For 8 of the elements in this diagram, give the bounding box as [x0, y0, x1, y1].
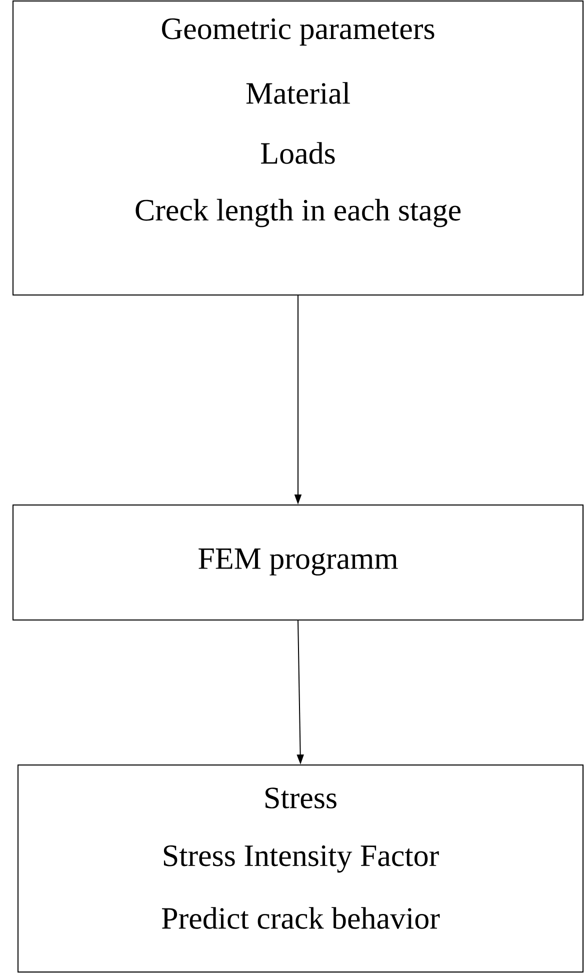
box-text: Material — [246, 82, 350, 104]
box-text: Geometric parameters — [162, 18, 434, 46]
box-text: Stress — [266, 788, 336, 808]
box-text: FEM programm — [198, 548, 398, 576]
box-text: Creck length in each stage — [136, 198, 461, 228]
box-text: Loads — [261, 142, 335, 164]
box-text: Stress Intensity Factor — [164, 845, 439, 873]
box-text: Predict crack behavior — [162, 907, 440, 929]
